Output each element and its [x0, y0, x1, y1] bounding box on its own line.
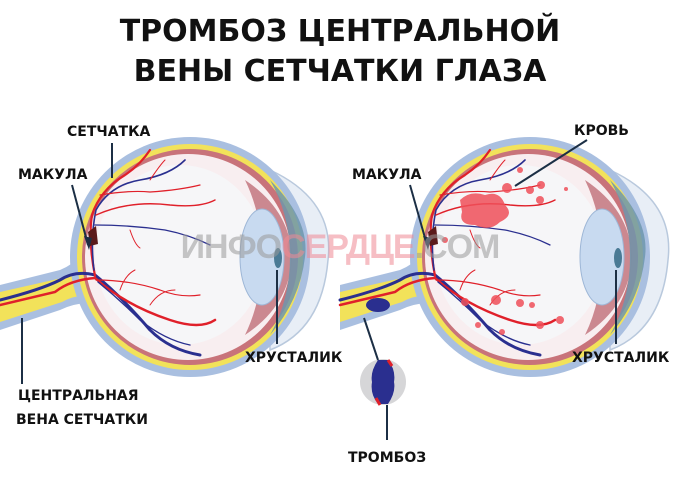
label-blood: КРОВЬ [574, 123, 629, 139]
watermark-part-3: .COM [414, 228, 501, 266]
label-central-vein-line-2: ВЕНА СЕТЧАТКИ [16, 412, 148, 428]
label-lens-left: ХРУСТАЛИК [245, 350, 343, 366]
leader-lines [21, 139, 617, 440]
watermark: ИНФОСЕРДЦЕ.COM [0, 228, 680, 267]
blood-hemorrhages [442, 167, 568, 335]
label-retina: СЕТЧАТКА [67, 124, 151, 140]
title-line-2: ВЕНЫ СЕТЧАТКИ ГЛАЗА [133, 54, 547, 89]
thrombus-clot [366, 298, 390, 312]
label-thrombus: ТРОМБОЗ [348, 450, 427, 466]
watermark-part-2: СЕРДЦЕ [281, 228, 416, 266]
label-macula-left: МАКУЛА [18, 167, 88, 183]
watermark-part-1: ИНФО [180, 228, 282, 266]
title-line-1: ТРОМБОЗ ЦЕНТРАЛЬНОЙ [119, 14, 561, 49]
thrombus-magnified [360, 359, 406, 406]
label-lens-right: ХРУСТАЛИК [572, 350, 670, 366]
label-macula-right: МАКУЛА [352, 167, 422, 183]
label-central-vein-line-1: ЦЕНТРАЛЬНАЯ [18, 388, 139, 404]
